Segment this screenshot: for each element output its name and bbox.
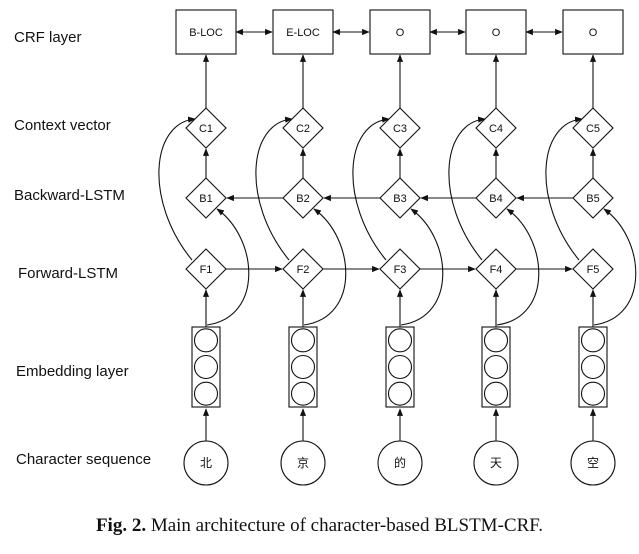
backward-label-5: B5 bbox=[586, 193, 599, 205]
character-label-2: 京 bbox=[297, 456, 309, 470]
embedding-unit-1-3 bbox=[193, 381, 219, 406]
edge-forward-context-4 bbox=[448, 116, 486, 261]
edge-embedding-backward-1 bbox=[206, 208, 250, 326]
context-diamond-4 bbox=[475, 107, 517, 149]
forward-label-3: F3 bbox=[394, 264, 407, 276]
character-label-4: 天 bbox=[490, 456, 502, 470]
row-label-context: Context vector bbox=[14, 117, 111, 134]
backward-label-3: B3 bbox=[393, 193, 406, 205]
backward-label-4: B4 bbox=[489, 193, 502, 205]
character-label-1: 北 bbox=[200, 456, 212, 470]
edge-embedding-backward-4 bbox=[496, 208, 540, 326]
edge-forward-context-2 bbox=[255, 116, 293, 261]
embedding-unit-4-1 bbox=[483, 328, 509, 353]
context-diamond-3 bbox=[379, 107, 421, 149]
crf-box-1 bbox=[175, 9, 237, 55]
backward-diamond-5 bbox=[572, 177, 614, 219]
crf-label-4: O bbox=[492, 27, 501, 39]
embedding-unit-5-2 bbox=[580, 354, 606, 380]
embedding-unit-4-3 bbox=[483, 381, 509, 406]
forward-diamond-3 bbox=[379, 248, 421, 290]
caption-label: Fig. 2. bbox=[95, 515, 147, 536]
crf-label-1: B-LOC bbox=[189, 27, 223, 39]
forward-label-1: F1 bbox=[200, 264, 213, 276]
backward-diamond-1 bbox=[185, 177, 227, 219]
character-node-5 bbox=[570, 440, 616, 486]
context-label-2: C2 bbox=[296, 123, 310, 135]
character-label-5: 空 bbox=[587, 456, 599, 470]
row-label-characters: Character sequence bbox=[16, 451, 151, 468]
backward-diamond-4 bbox=[475, 177, 517, 219]
crf-label-3: O bbox=[396, 27, 405, 39]
embedding-unit-1-1 bbox=[193, 328, 219, 353]
context-label-3: C3 bbox=[393, 123, 407, 135]
forward-diamond-4 bbox=[475, 248, 517, 290]
backward-diamond-2 bbox=[282, 177, 324, 219]
character-node-1 bbox=[183, 440, 229, 486]
blstm-crf-diagram: CRF layer Context vector Backward-LSTM F… bbox=[14, 9, 637, 486]
row-label-backward: Backward-LSTM bbox=[14, 187, 125, 204]
edge-embedding-backward-5 bbox=[593, 208, 637, 326]
figure-caption: Fig. 2. Main architecture of character-b… bbox=[0, 515, 639, 537]
forward-diamond-1 bbox=[185, 248, 227, 290]
edges-layer bbox=[158, 28, 637, 441]
character-node-4 bbox=[473, 440, 519, 486]
embedding-unit-4-2 bbox=[483, 354, 509, 380]
embedding-unit-5-1 bbox=[580, 328, 606, 353]
forward-label-4: F4 bbox=[490, 264, 503, 276]
context-label-4: C4 bbox=[489, 123, 503, 135]
forward-diamond-2 bbox=[282, 248, 324, 290]
crf-box-4 bbox=[465, 9, 527, 55]
embedding-unit-3-1 bbox=[387, 328, 413, 353]
embedding-unit-2-1 bbox=[290, 328, 316, 353]
embedding-unit-3-3 bbox=[387, 381, 413, 406]
crf-box-3 bbox=[369, 9, 431, 55]
forward-label-5: F5 bbox=[587, 264, 600, 276]
caption-text: Main architecture of character-based BLS… bbox=[150, 515, 544, 536]
edge-forward-context-3 bbox=[352, 116, 390, 261]
embedding-unit-5-3 bbox=[580, 381, 606, 406]
character-label-3: 的 bbox=[394, 455, 406, 470]
backward-label-2: B2 bbox=[296, 193, 309, 205]
embedding-unit-2-2 bbox=[290, 354, 316, 380]
context-diamond-2 bbox=[282, 107, 324, 149]
row-label-embedding: Embedding layer bbox=[16, 363, 129, 380]
character-node-3 bbox=[377, 440, 423, 486]
context-diamond-1 bbox=[185, 107, 227, 149]
edge-forward-context-1 bbox=[158, 116, 196, 261]
forward-label-2: F2 bbox=[297, 264, 310, 276]
embedding-unit-3-2 bbox=[387, 354, 413, 380]
embedding-unit-2-3 bbox=[290, 381, 316, 406]
edge-embedding-backward-2 bbox=[303, 208, 347, 326]
row-label-forward: Forward-LSTM bbox=[18, 265, 118, 282]
embedding-unit-1-2 bbox=[193, 354, 219, 380]
context-diamond-5 bbox=[572, 107, 614, 149]
backward-label-1: B1 bbox=[199, 193, 212, 205]
row-label-crf: CRF layer bbox=[14, 29, 82, 46]
crf-box-5 bbox=[562, 9, 624, 55]
character-node-2 bbox=[280, 440, 326, 486]
context-label-1: C1 bbox=[199, 123, 213, 135]
crf-label-2: E-LOC bbox=[286, 27, 320, 39]
edge-forward-context-5 bbox=[545, 116, 583, 261]
backward-diamond-3 bbox=[379, 177, 421, 219]
crf-box-2 bbox=[272, 9, 334, 55]
edge-embedding-backward-3 bbox=[400, 208, 444, 326]
crf-label-5: O bbox=[589, 27, 598, 39]
forward-diamond-5 bbox=[572, 248, 614, 290]
context-label-5: C5 bbox=[586, 123, 600, 135]
